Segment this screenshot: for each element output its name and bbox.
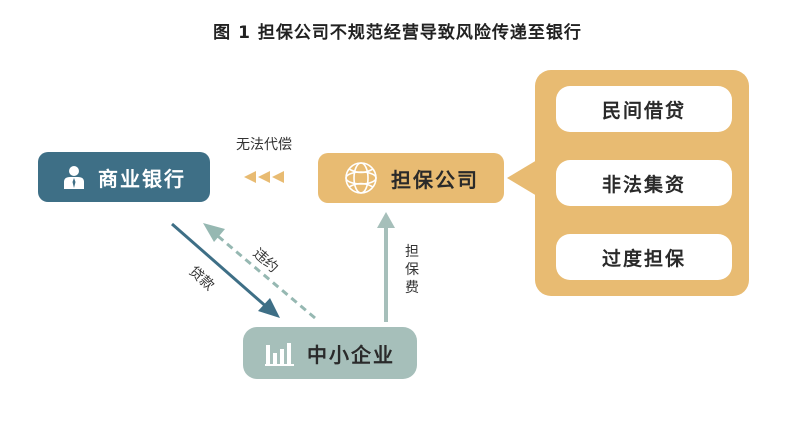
person-icon (62, 164, 86, 190)
globe-icon (343, 160, 379, 196)
guarantee-fee-arrow (377, 212, 395, 322)
panel-item-private-lending: 民间借贷 (556, 86, 732, 132)
sme-node: 中小企业 (243, 327, 417, 379)
callout-tail (507, 160, 537, 196)
guarantee-fee-label: 担保费 (405, 244, 419, 296)
guarantee-label: 担保公司 (391, 167, 479, 192)
sme-label: 中小企业 (307, 342, 395, 367)
risk-activities-panel: 民间借贷 非法集资 过度担保 (535, 70, 749, 296)
no-compensation-label: 无法代偿 (236, 137, 292, 153)
bar-chart-icon (265, 340, 295, 366)
no-compensation-arrows (244, 171, 284, 183)
guarantee-company-node: 担保公司 (318, 153, 504, 203)
panel-item-excessive-guarantee: 过度担保 (556, 234, 732, 280)
bank-label: 商业银行 (98, 166, 186, 191)
panel-item-illegal-fundraising: 非法集资 (556, 160, 732, 206)
figure-title: 图 1 担保公司不规范经营导致风险传递至银行 (213, 23, 582, 43)
default-arrow (203, 223, 316, 320)
loan-arrow (171, 222, 280, 318)
commercial-bank-node: 商业银行 (38, 152, 210, 202)
